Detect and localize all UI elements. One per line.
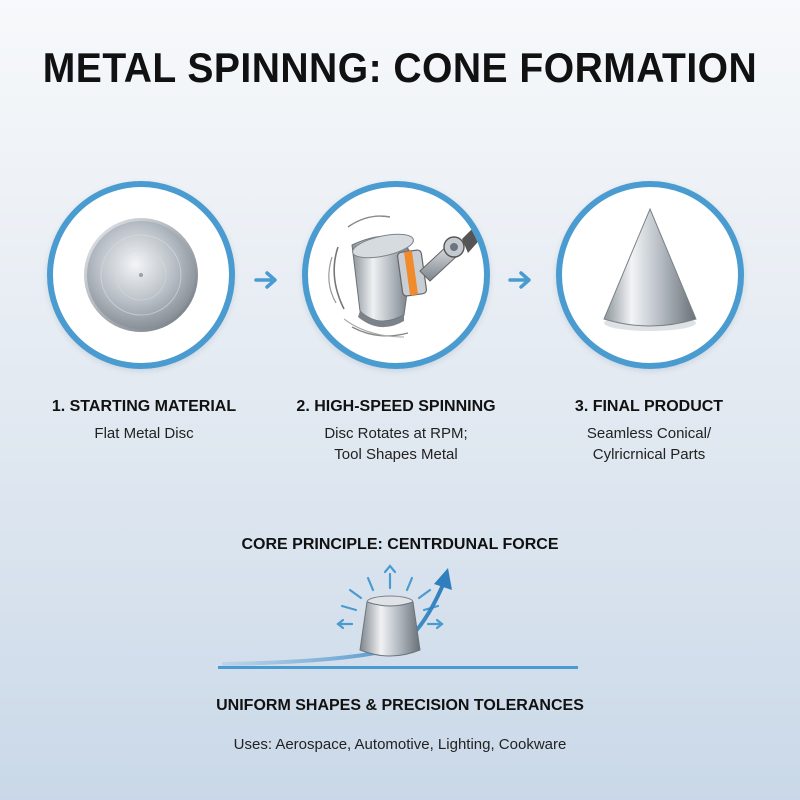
step-1-circle bbox=[47, 181, 235, 369]
step-3-desc-line: Cylricrnical Parts bbox=[592, 446, 706, 463]
principle-title: CORE PRINCIPLE: CENTRDUNAL FORCE bbox=[241, 536, 559, 553]
step-2-desc-line: Disc Rotates at RPM; bbox=[324, 425, 468, 442]
step-1-description: Flat Metal Disc bbox=[24, 423, 264, 444]
step-3-title: 3. FINAL PRODUCT bbox=[574, 398, 724, 415]
page-title: METAL SPINNNG: CONE FORMATION bbox=[42, 44, 758, 91]
step-3-circle bbox=[556, 181, 744, 369]
step-2-desc-line: Tool Shapes Metal bbox=[334, 446, 458, 463]
step-1-desc-line: Flat Metal Disc bbox=[94, 425, 194, 442]
arrow-right-icon bbox=[508, 271, 531, 289]
step-2-title: 2. HIGH-SPEED SPINNING bbox=[296, 398, 496, 415]
step-3-description: Seamless Conical/ Cylricrnical Parts bbox=[529, 423, 769, 465]
step-1-title: 1. STARTING MATERIAL bbox=[51, 398, 237, 415]
step-3-desc-line: Seamless Conical/ bbox=[586, 425, 712, 442]
centrifugal-force-icon bbox=[221, 564, 452, 666]
flat-metal-disc-icon bbox=[84, 218, 198, 332]
cone-icon bbox=[603, 207, 697, 331]
step-2-circle bbox=[302, 181, 490, 369]
arrow-right-icon bbox=[254, 271, 277, 289]
uses-text: Uses: Aerospace, Automotive, Lighting, C… bbox=[233, 736, 567, 753]
divider-line bbox=[218, 666, 578, 669]
step-2-description: Disc Rotates at RPM; Tool Shapes Metal bbox=[276, 423, 516, 465]
spinning-tool-icon bbox=[328, 215, 484, 338]
benefits-text: UNIFORM SHAPES & PRECISION TOLERANCES bbox=[216, 697, 584, 714]
